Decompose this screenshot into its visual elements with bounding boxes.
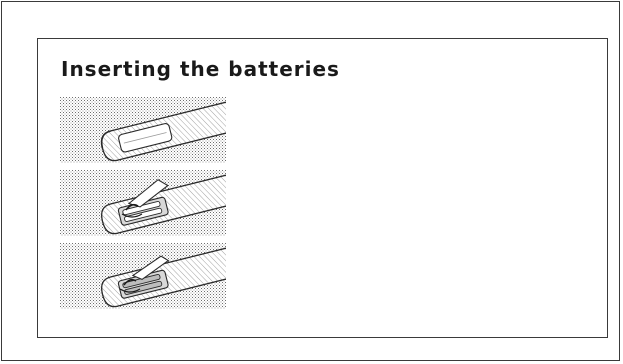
remote-control-battery-insert-icon xyxy=(60,243,226,309)
remote-control-open-cover-icon xyxy=(60,170,226,236)
remote-closed-drawing xyxy=(60,97,226,163)
remote-open-drawing xyxy=(60,170,226,236)
hand-finger xyxy=(123,278,137,286)
section-title: Inserting the batteries xyxy=(61,57,340,81)
remote-body xyxy=(100,172,226,235)
lifted-cover xyxy=(131,255,170,281)
remote-body xyxy=(100,245,226,308)
remote-insert-drawing xyxy=(60,243,226,309)
hand-finger xyxy=(125,203,139,211)
remote-body xyxy=(100,99,226,162)
content-box xyxy=(37,38,608,338)
remote-control-closed-cover-icon xyxy=(60,97,226,163)
